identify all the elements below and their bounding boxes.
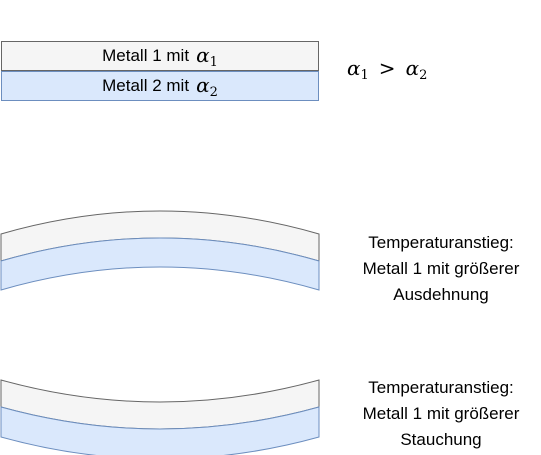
strip-compression <box>0 379 320 455</box>
caption-line: Temperaturanstieg: <box>368 233 514 252</box>
strip-expansion-metal-2 <box>0 237 320 291</box>
metal-1-label: Metall 1 mit <box>102 46 190 65</box>
caption-line: Temperaturanstieg: <box>368 378 514 397</box>
caption-line: Stauchung <box>400 430 482 449</box>
metal-1-layer: Metall 1 mit α1 <box>1 41 319 71</box>
metal-1-alpha-symbol: α1 <box>196 42 218 70</box>
caption-line: Metall 1 mit größerer <box>362 404 520 423</box>
alpha-relation: α1>α2 <box>347 56 428 83</box>
caption-line: Metall 1 mit größerer <box>362 259 520 278</box>
strip-expansion <box>0 210 320 291</box>
metal-2-alpha-symbol: α2 <box>196 72 218 100</box>
caption-compression: Temperaturanstieg: Metall 1 mit größerer… <box>335 375 541 453</box>
caption-expansion: Temperaturanstieg: Metall 1 mit größerer… <box>335 230 541 308</box>
metal-2-label: Metall 2 mit <box>102 76 190 95</box>
caption-line: Ausdehnung <box>393 285 489 304</box>
metal-2-layer: Metall 2 mit α2 <box>1 71 319 101</box>
